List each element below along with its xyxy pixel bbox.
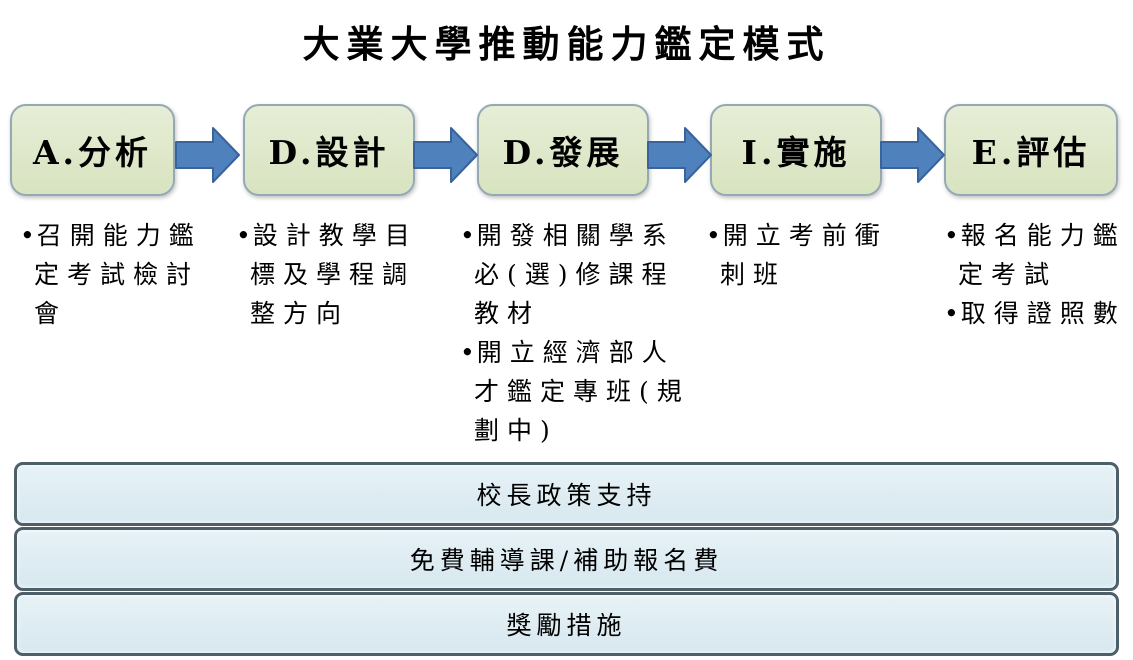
stage-box-analyze: A.分析 (10, 104, 175, 196)
support-bars: 校長政策支持 免費輔導課/補助報名費 獎勵措施 (14, 462, 1119, 657)
bullet-item: 召開能力鑑定考試檢討會 (20, 216, 212, 333)
right-arrow-icon (413, 127, 478, 183)
bullet-item: 開發相關學系必(選)修課程教材 (460, 216, 692, 333)
stage-bullets-analyze: 召開能力鑑定考試檢討會 (20, 216, 212, 333)
stage-label: I.實施 (741, 133, 851, 172)
stage-bullets-evaluate: 報名能力鑑定考試 取得證照數 (944, 216, 1133, 333)
support-bar-incentives: 獎勵措施 (14, 592, 1119, 656)
right-arrow-icon (647, 127, 712, 183)
support-bar-policy: 校長政策支持 (14, 462, 1119, 526)
right-arrow-icon (880, 127, 945, 183)
diagram-title: 大業大學推動能力鑑定模式 (302, 22, 831, 66)
bullet-item: 設計教學目標及學程調整方向 (236, 216, 428, 333)
stage-box-develop: D.發展 (477, 104, 649, 196)
stage-box-implement: I.實施 (710, 104, 882, 196)
stage-label: A.分析 (32, 133, 153, 172)
bullet-item: 開立經濟部人才鑑定專班(規劃中) (460, 333, 692, 450)
bullet-item: 報名能力鑑定考試 (944, 216, 1133, 294)
stage-box-evaluate: E.評估 (944, 104, 1118, 196)
stage-label: D.發展 (502, 133, 624, 172)
stage-label: E.評估 (971, 133, 1091, 172)
bullet-item: 開立考前衝刺班 (706, 216, 898, 294)
stage-bullets-implement: 開立考前衝刺班 (706, 216, 898, 294)
right-arrow-icon (175, 127, 240, 183)
support-bar-free-courses: 免費輔導課/補助報名費 (14, 527, 1119, 591)
stage-box-design: D.設計 (243, 104, 415, 196)
stage-bullets-develop: 開發相關學系必(選)修課程教材 開立經濟部人才鑑定專班(規劃中) (460, 216, 692, 450)
stage-label: D.設計 (268, 133, 390, 172)
bullet-item: 取得證照數 (944, 294, 1133, 333)
stage-bullets-design: 設計教學目標及學程調整方向 (236, 216, 428, 333)
